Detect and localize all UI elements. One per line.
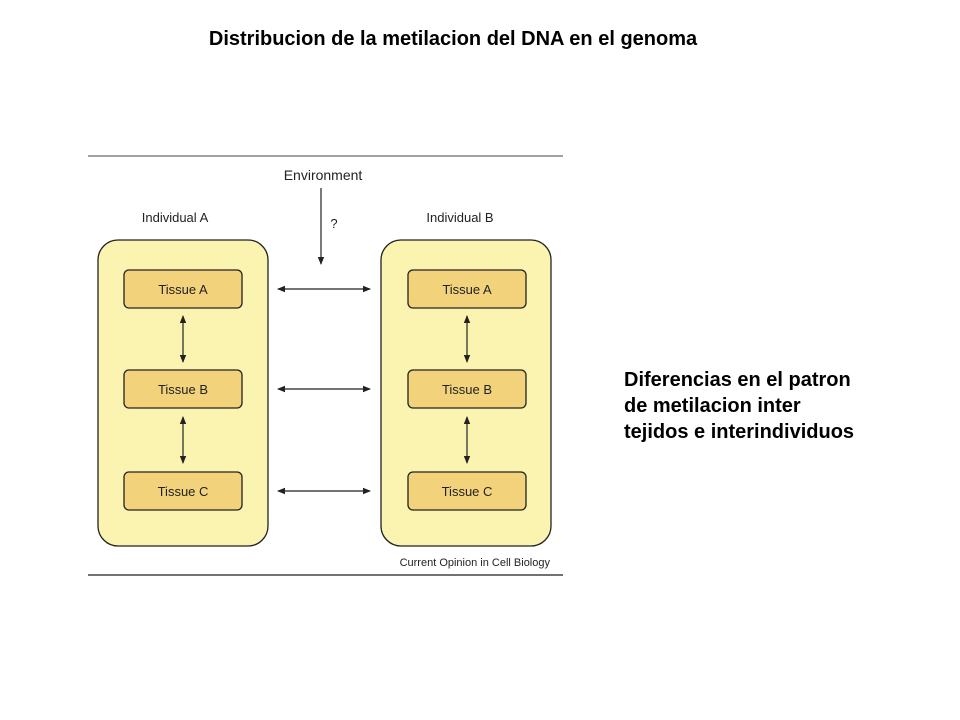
environment-label: Environment	[284, 167, 363, 183]
tissue-label: Tissue A	[442, 282, 492, 297]
slide-title: Distribucion de la metilacion del DNA en…	[208, 28, 698, 50]
individual-b-tissue-b: Tissue B	[407, 369, 527, 409]
side-note-line-2: de metilacion inter	[624, 395, 801, 417]
tissue-label: Tissue C	[442, 484, 493, 499]
individual-b-box: Tissue A Tissue B Tissue C	[380, 239, 552, 547]
side-note-line-1: Diferencias en el patron	[624, 369, 851, 391]
individual-b-tissue-a: Tissue A	[407, 269, 527, 309]
tissue-label: Tissue B	[442, 382, 492, 397]
individual-a-tissue-b: Tissue B	[123, 369, 243, 409]
source-credit: Current Opinion in Cell Biology	[400, 557, 551, 569]
tissue-label: Tissue A	[158, 282, 208, 297]
individual-a-tissue-c: Tissue C	[123, 471, 243, 511]
individual-a-label: Individual A	[142, 210, 209, 225]
individual-a-box: Tissue A Tissue B Tissue C	[97, 239, 269, 547]
individual-b-label: Individual B	[426, 210, 493, 225]
individual-b-tissue-c: Tissue C	[407, 471, 527, 511]
tissue-label: Tissue C	[158, 484, 209, 499]
tissue-label: Tissue B	[158, 382, 208, 397]
individual-a-tissue-a: Tissue A	[123, 269, 243, 309]
side-note-line-3: tejidos e interindividuos	[624, 421, 855, 443]
side-note: Diferencias en el patron de metilacion i…	[624, 367, 944, 445]
environment-question-mark: ?	[330, 216, 337, 231]
